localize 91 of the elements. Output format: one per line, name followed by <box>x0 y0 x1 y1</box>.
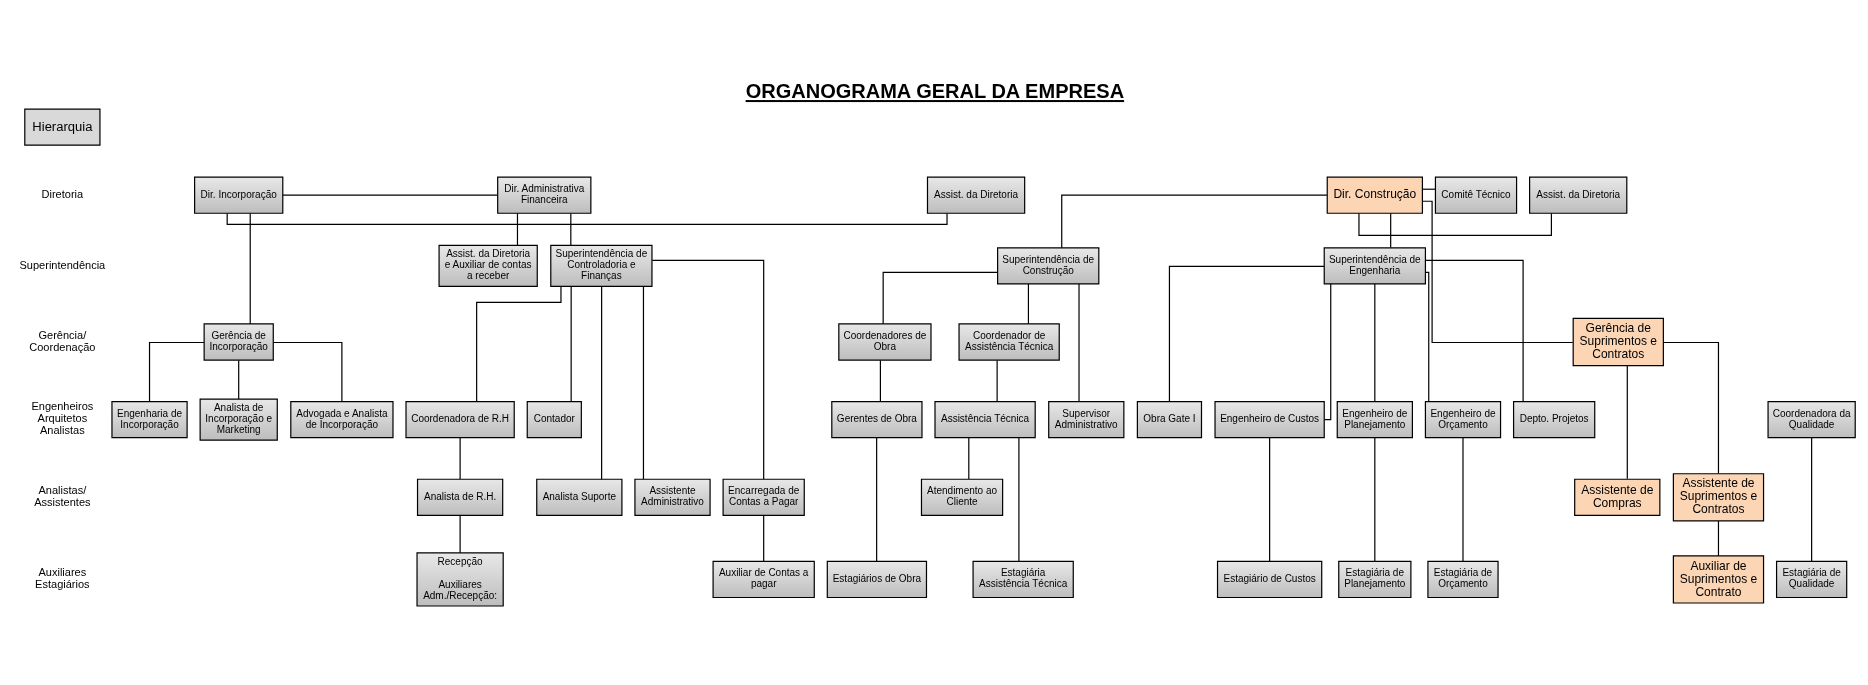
node-box: Contador <box>526 401 582 439</box>
connector <box>882 271 998 325</box>
label: Gerência/ Coordenação <box>28 328 95 353</box>
node-box: Assist. da Diretoria <box>926 176 1025 214</box>
connector <box>879 359 881 402</box>
node-box: Analista de Incorporação e Marketing <box>199 398 278 441</box>
node-box: Assistente Administrativo <box>633 478 711 516</box>
connector <box>967 437 969 480</box>
connector <box>516 212 518 246</box>
node-box: Coordenadora da Qualidade <box>1766 401 1856 439</box>
connector <box>1060 194 1328 249</box>
node-box: Assistência Técnica <box>933 401 1036 439</box>
node-box: Auxiliar de Contas a pagar <box>712 560 815 599</box>
node-box: Estagiária de Planejamento <box>1337 560 1411 599</box>
connector <box>1461 437 1464 562</box>
connector <box>1662 341 1719 475</box>
node-box: Superintendência de Construção <box>996 247 1099 285</box>
connector <box>762 514 764 562</box>
connector <box>237 359 239 400</box>
node-box: Recepção Auxiliares Adm./Recepção: <box>415 552 504 607</box>
node-box: Dir. Incorporação <box>193 176 283 214</box>
node-box: Advogada e Analista de Incorporação <box>289 401 394 439</box>
node-box: Gerentes de Obra <box>830 401 923 439</box>
label: Diretoria <box>41 188 83 201</box>
connector <box>1424 259 1524 402</box>
node-box: Assist. da Diretoria <box>1528 176 1627 214</box>
connector <box>570 286 572 402</box>
label: Analistas/ Assistentes <box>33 484 91 509</box>
connector <box>459 437 461 480</box>
node-box: Superintendência de Engenharia <box>1323 247 1426 285</box>
connector <box>600 286 602 480</box>
connector <box>475 286 562 403</box>
connector <box>1323 283 1331 421</box>
connector <box>1017 437 1019 562</box>
connector <box>1424 271 1429 403</box>
node-box: Estagiária de Qualidade <box>1775 560 1847 599</box>
node-box: Engenheiro de Orçamento <box>1424 401 1501 439</box>
connector <box>1626 364 1628 480</box>
node-box: Estagiário de Custos <box>1216 560 1322 599</box>
label: Superintendência <box>18 258 105 271</box>
node-box: Coordenadora de R.H <box>404 401 515 439</box>
node-box: Coordenador de Assistência Técnica <box>957 323 1060 361</box>
node-box: Engenharia de Incorporação <box>110 401 188 439</box>
connector <box>1027 283 1029 325</box>
connector <box>281 194 498 196</box>
node-box: Gerência de Suprimentos e Contratos <box>1572 317 1664 367</box>
connector <box>1373 437 1375 562</box>
connector <box>651 259 764 480</box>
node-box: Atendimento ao Cliente <box>920 478 1003 516</box>
connector <box>1373 283 1375 403</box>
node-box: Comitê Técnico <box>1434 176 1517 214</box>
label: Auxiliares Estagiários <box>34 566 90 591</box>
connector <box>148 341 205 402</box>
connector <box>569 212 571 246</box>
connector <box>875 437 877 562</box>
node-box: Gerência de Incorporação <box>203 323 274 361</box>
label: Engenheiros Arquitetos Analistas <box>30 400 93 437</box>
diagram-title: ORGANOGRAMA GERAL DA EMPRESA <box>745 80 1124 103</box>
connector <box>996 359 998 402</box>
connector <box>1168 265 1325 403</box>
node-box: Auxiliar de Suprimentos e Contrato <box>1672 555 1764 604</box>
node-box: Dir. Construção <box>1326 176 1423 214</box>
connector <box>226 212 948 225</box>
node-box: Estagiária de Orçamento <box>1426 560 1499 599</box>
node-box: Obra Gate I <box>1136 401 1202 439</box>
connector <box>1389 212 1391 249</box>
connector <box>459 514 461 554</box>
label: Hierarquia <box>31 118 92 134</box>
node-box: Dir. Administrativa Financeira <box>496 176 591 214</box>
node-box: Coordenadores de Obra <box>837 323 932 361</box>
node-box: Engenheiro de Planejamento <box>1336 401 1413 439</box>
connector <box>249 212 251 325</box>
node-box: Supervisor Administrativo <box>1047 401 1124 439</box>
node-box: Engenheiro de Custos <box>1213 401 1325 439</box>
connector <box>1421 200 1573 344</box>
node-box: Encarregada de Contas a Pagar <box>722 478 805 516</box>
node-box: Estagiária Assistência Técnica <box>971 560 1074 599</box>
node-box: Depto. Projetos <box>1512 401 1595 439</box>
node-box: Analista Suporte <box>535 478 622 516</box>
node-box: Estagiários de Obra <box>826 560 927 599</box>
connector <box>272 341 342 402</box>
connector <box>1077 283 1080 403</box>
node-box: Assistente de Compras <box>1573 478 1660 516</box>
node-box: Assistente de Suprimentos e Contratos <box>1672 473 1764 522</box>
connector <box>1268 437 1270 562</box>
connector <box>642 286 644 480</box>
connector <box>1717 520 1719 557</box>
node-box: Superintendência de Controladoria e Finanças <box>549 244 653 287</box>
node-box: Analista de R.H. <box>416 478 503 516</box>
node-box: Assist. da Diretoria e Auxiliar de contas a receber <box>437 244 538 287</box>
connector <box>1810 437 1812 562</box>
